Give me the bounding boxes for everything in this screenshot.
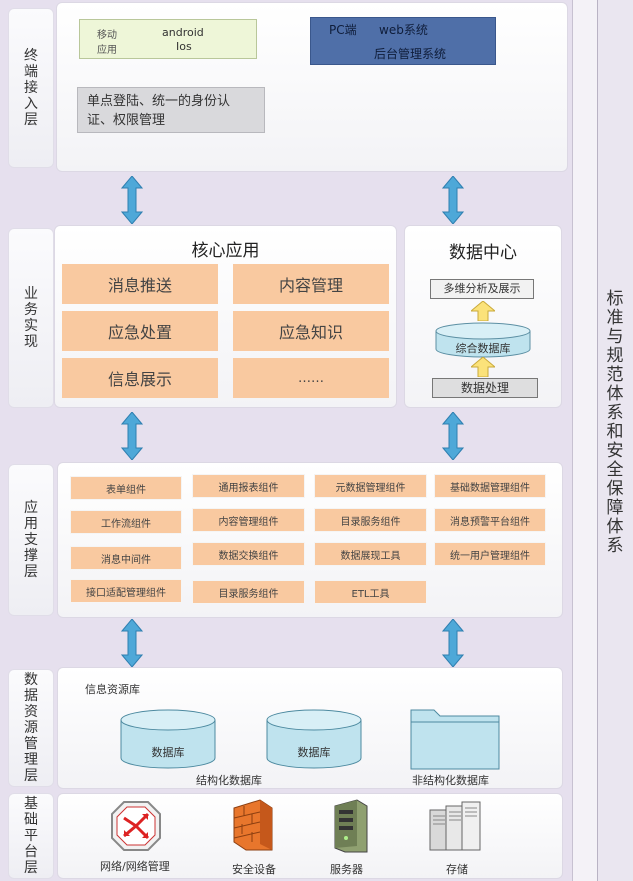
network-label: 网络/网络管理 xyxy=(100,860,170,873)
security-device-label: 安全设备 xyxy=(232,863,276,876)
side-panel xyxy=(597,0,633,881)
support-component: 元数据管理组件 xyxy=(314,474,427,498)
data-processing-box: 数据处理 xyxy=(432,378,538,398)
multi-analysis-box: 多维分析及展示 xyxy=(430,279,534,299)
support-component: 数据交换组件 xyxy=(192,542,305,566)
double-arrow-icon xyxy=(442,619,464,667)
layer-title-base: 基础平台层 xyxy=(8,793,54,879)
ios-label: Ios xyxy=(176,40,192,53)
android-label: android xyxy=(162,26,204,39)
support-component: ETL工具 xyxy=(314,580,427,604)
router-icon xyxy=(111,801,161,851)
database-cylinder xyxy=(266,709,362,769)
server-icon xyxy=(334,799,368,853)
storage-icon xyxy=(429,801,481,851)
database-cylinder xyxy=(120,709,216,769)
support-component: 通用报表组件 xyxy=(192,474,305,498)
support-component: 目录服务组件 xyxy=(314,508,427,532)
support-component: 统一用户管理组件 xyxy=(434,542,546,566)
support-component: 基础数据管理组件 xyxy=(434,474,546,498)
double-arrow-icon xyxy=(442,176,464,224)
folder-icon xyxy=(410,709,500,770)
double-arrow-icon xyxy=(121,412,143,460)
support-component: 消息预警平台组件 xyxy=(434,508,546,532)
support-component: 表单组件 xyxy=(70,476,182,500)
layer-title-business: 业务实现 xyxy=(8,228,54,408)
layer-title-support: 应用支撑层 xyxy=(8,464,54,616)
pc-box: PC端 web系统 后台管理系统 xyxy=(310,17,496,65)
up-arrow-icon xyxy=(471,301,495,321)
side-title: 标准与规范体系和安全保障体系 xyxy=(606,289,624,556)
structured-db-label: 结构化数据库 xyxy=(196,774,262,787)
pc-end-label: PC端 xyxy=(329,23,357,37)
server-label: 服务器 xyxy=(330,863,363,876)
core-item: …… xyxy=(233,358,389,398)
core-item: 内容管理 xyxy=(233,264,389,304)
layer-title-data: 数据资源管理层 xyxy=(8,669,54,787)
db2-label: 数据库 xyxy=(297,746,331,759)
double-arrow-icon xyxy=(442,412,464,460)
sso-text: 单点登陆、统一的身份认证、权限管理 xyxy=(87,94,231,128)
up-arrow-icon xyxy=(471,357,495,377)
firewall-icon xyxy=(233,799,273,851)
layer-title-terminal: 终端接入层 xyxy=(8,8,54,168)
integrated-db-label: 综合数据库 xyxy=(455,342,511,355)
web-system-label: web系统 xyxy=(379,23,428,37)
support-component: 数据展现工具 xyxy=(314,542,427,566)
double-arrow-icon xyxy=(121,176,143,224)
support-component: 接口适配管理组件 xyxy=(70,579,182,603)
integrated-db-cylinder xyxy=(435,322,531,358)
support-component: 内容管理组件 xyxy=(192,508,305,532)
support-component: 消息中间件 xyxy=(70,546,182,570)
db1-label: 数据库 xyxy=(151,746,185,759)
sso-box: 单点登陆、统一的身份认证、权限管理 xyxy=(77,87,265,133)
core-app-title: 核心应用 xyxy=(191,241,260,261)
unstructured-db-label: 非结构化数据库 xyxy=(412,774,489,787)
core-item: 信息展示 xyxy=(62,358,218,398)
core-item: 消息推送 xyxy=(62,264,218,304)
datacenter-title: 数据中心 xyxy=(449,243,517,263)
app-label: 应用 xyxy=(97,45,117,56)
core-item: 应急处置 xyxy=(62,311,218,351)
mobile-label: 移动 xyxy=(97,30,117,41)
storage-label: 存储 xyxy=(446,863,468,876)
support-component: 工作流组件 xyxy=(70,510,182,534)
info-lib-label: 信息资源库 xyxy=(85,683,140,696)
core-item: 应急知识 xyxy=(233,311,389,351)
support-component: 目录服务组件 xyxy=(192,580,305,604)
mobile-box: 移动 应用 android Ios xyxy=(79,19,257,59)
side-divider xyxy=(572,0,598,881)
admin-system-label: 后台管理系统 xyxy=(374,47,447,61)
double-arrow-icon xyxy=(121,619,143,667)
